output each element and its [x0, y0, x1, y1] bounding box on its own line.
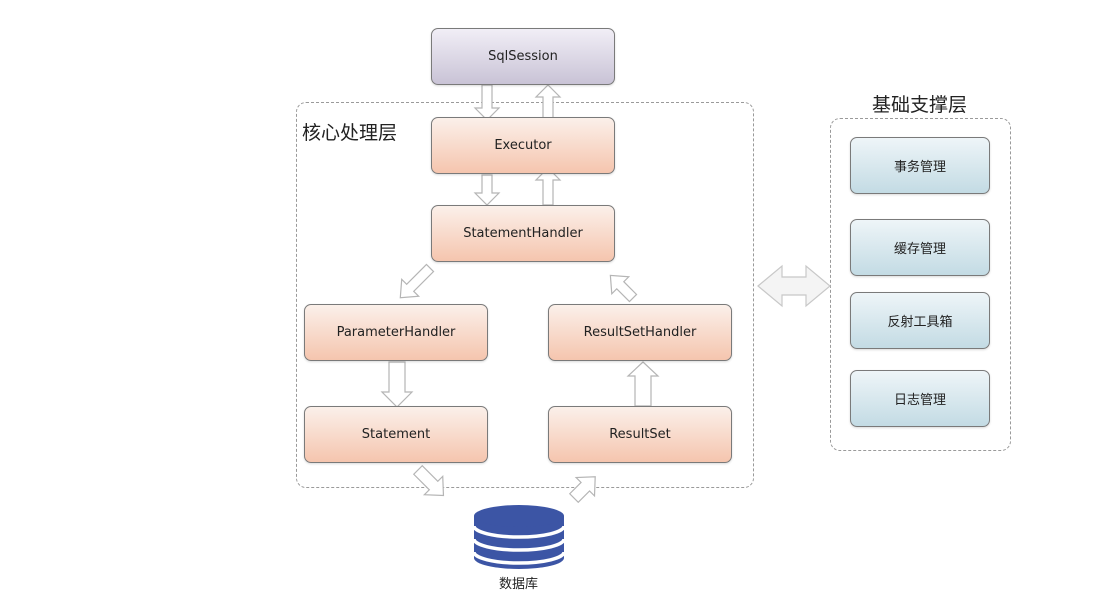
core-layer-container — [296, 102, 754, 488]
arrow-resultsethandler-to-statementhandler — [609, 274, 638, 303]
core-layer-title: 核心处理层 — [302, 122, 398, 144]
support-item-cache: 缓存管理 — [850, 219, 990, 276]
arrow-statement-to-database — [412, 464, 445, 497]
resultsethandler-box: ResultSetHandler — [548, 304, 732, 361]
support-layer-title: 基础支撑层 — [872, 94, 968, 116]
arrow-parameterhandler-to-statement — [380, 361, 414, 408]
database-icon — [472, 505, 566, 569]
support-item-logging: 日志管理 — [850, 370, 990, 427]
arrow-statementhandler-to-executor — [534, 167, 562, 206]
arrow-executor-to-statementhandler — [473, 174, 501, 206]
database-label: 数据库 — [499, 577, 539, 592]
sqlsession-box: SqlSession — [431, 28, 615, 85]
arrow-session-to-executor — [473, 84, 501, 121]
support-item-reflection: 反射工具箱 — [850, 292, 990, 349]
support-layer-container — [830, 118, 1011, 451]
arrow-resultset-to-resultsethandler — [626, 361, 660, 407]
arrow-core-support-bidirectional — [757, 264, 831, 308]
statement-box: Statement — [304, 406, 488, 463]
arrow-database-to-resultset — [568, 476, 596, 504]
resultset-box: ResultSet — [548, 406, 732, 463]
executor-box: Executor — [431, 117, 615, 174]
statementhandler-box: StatementHandler — [431, 205, 615, 262]
parameterhandler-box: ParameterHandler — [304, 304, 488, 361]
arrow-executor-to-session — [534, 84, 562, 121]
arrow-statementhandler-to-parameterhandler — [399, 263, 435, 299]
support-item-transaction: 事务管理 — [850, 137, 990, 194]
